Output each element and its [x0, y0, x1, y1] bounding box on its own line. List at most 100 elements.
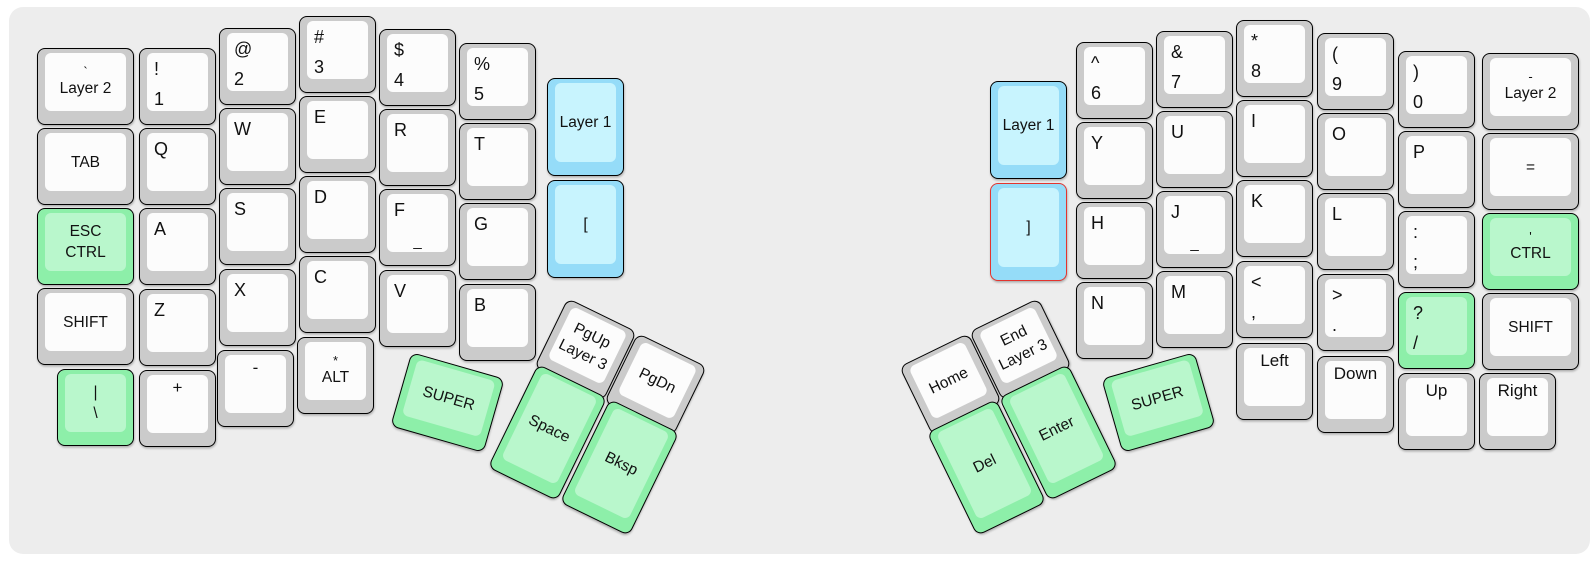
- key-labels: S: [227, 193, 288, 251]
- key-z[interactable]: Z: [139, 289, 216, 366]
- key-labels: &7: [1164, 36, 1225, 94]
- key-labels: W: [227, 113, 288, 171]
- key-down-arrow[interactable]: Down: [1317, 356, 1394, 433]
- key-face: [467, 48, 528, 106]
- key-v[interactable]: V: [379, 270, 456, 347]
- key-6[interactable]: ^6: [1076, 42, 1153, 119]
- key-g[interactable]: G: [459, 203, 536, 280]
- key-t[interactable]: T: [459, 123, 536, 200]
- key-x[interactable]: X: [219, 269, 296, 346]
- key-labels: R: [387, 114, 448, 172]
- key-right-bracket[interactable]: ]: [990, 183, 1067, 281]
- key-label-line: 6: [1091, 83, 1102, 103]
- key-star-alt[interactable]: *ALT: [297, 337, 374, 414]
- key-label-line: ]: [1026, 219, 1031, 236]
- key-8[interactable]: *8: [1236, 20, 1313, 97]
- key-m[interactable]: M: [1156, 271, 1233, 348]
- key-y[interactable]: Y: [1076, 122, 1153, 199]
- key-comma[interactable]: <,: [1236, 261, 1313, 338]
- key-a[interactable]: A: [139, 208, 216, 285]
- key-face: [1325, 198, 1386, 256]
- key-labels: B: [467, 289, 528, 347]
- key-labels: <,: [1244, 266, 1305, 324]
- key-right-arrow[interactable]: Right: [1479, 373, 1556, 450]
- key-label-line: Down: [1333, 364, 1378, 383]
- key-4[interactable]: $4: [379, 29, 456, 106]
- key-face: [1490, 218, 1571, 276]
- key-equals[interactable]: =: [1482, 133, 1579, 210]
- key-h[interactable]: H: [1076, 202, 1153, 279]
- key-1[interactable]: !1: [139, 48, 216, 125]
- key-0[interactable]: )0: [1398, 51, 1475, 128]
- key-n[interactable]: N: [1076, 282, 1153, 359]
- key-labels: D: [307, 181, 368, 239]
- key-label-line: %: [474, 54, 491, 74]
- key-label-line: E: [314, 107, 327, 127]
- key-p[interactable]: P: [1398, 131, 1475, 208]
- key-labels: `Layer 2: [45, 53, 126, 111]
- key-face: [1084, 47, 1145, 105]
- key-labels: X: [227, 274, 288, 332]
- key-label-line: CTRL: [65, 244, 106, 261]
- key-colon-semicolon[interactable]: :;: [1398, 211, 1475, 288]
- key-plus[interactable]: +: [139, 370, 216, 447]
- key-minus-layer2[interactable]: -Layer 2: [1482, 53, 1579, 130]
- key-w[interactable]: W: [219, 108, 296, 185]
- key-layer1-left[interactable]: Layer 1: [547, 78, 624, 176]
- key-face: [1084, 287, 1145, 345]
- key-quote-ctrl[interactable]: 'CTRL: [1482, 213, 1579, 290]
- key-i[interactable]: I: [1236, 100, 1313, 177]
- key-b[interactable]: B: [459, 284, 536, 361]
- key-face: [1164, 196, 1225, 254]
- key-shift-right[interactable]: SHIFT: [1482, 293, 1579, 370]
- key-q[interactable]: Q: [139, 128, 216, 205]
- key-7[interactable]: &7: [1156, 31, 1233, 108]
- key-face: [555, 185, 616, 264]
- key-j[interactable]: J_: [1156, 191, 1233, 268]
- key-labels: +: [147, 375, 208, 433]
- key-o[interactable]: O: [1317, 113, 1394, 190]
- key-pipe-backslash[interactable]: |\: [57, 369, 134, 446]
- key-d[interactable]: D: [299, 176, 376, 253]
- key-u[interactable]: U: [1156, 111, 1233, 188]
- key-labels: [: [555, 185, 616, 264]
- key-labels: U: [1164, 116, 1225, 174]
- key-labels: %5: [467, 48, 528, 106]
- key-s[interactable]: S: [219, 188, 296, 265]
- key-label-line: TAB: [71, 153, 100, 171]
- key-shift-left[interactable]: SHIFT: [37, 288, 134, 365]
- key-3[interactable]: #3: [299, 16, 376, 93]
- key-label-line: :: [1413, 222, 1419, 242]
- key-grave-layer2[interactable]: `Layer 2: [37, 48, 134, 125]
- key-e[interactable]: E: [299, 96, 376, 173]
- key-minus-left[interactable]: -: [217, 350, 294, 427]
- key-label-line: Enter: [1036, 412, 1077, 445]
- key-layer1-right[interactable]: Layer 1: [990, 81, 1067, 179]
- key-face: [1164, 116, 1225, 174]
- key-face: [1084, 207, 1145, 265]
- key-up-arrow[interactable]: Up: [1398, 373, 1475, 450]
- key-period[interactable]: >.: [1317, 274, 1394, 351]
- key-tab[interactable]: TAB: [37, 128, 134, 205]
- key-labels: ]: [998, 188, 1059, 267]
- key-left-arrow[interactable]: Left: [1236, 343, 1313, 420]
- key-5[interactable]: %5: [459, 43, 536, 120]
- key-label-line: W: [234, 119, 251, 139]
- key-question-slash[interactable]: ?/: [1398, 292, 1475, 369]
- key-2[interactable]: @2: [219, 28, 296, 105]
- key-9[interactable]: (9: [1317, 33, 1394, 110]
- key-left-bracket[interactable]: [: [547, 180, 624, 278]
- key-face: [1406, 216, 1467, 274]
- key-l[interactable]: L: [1317, 193, 1394, 270]
- key-labels: H: [1084, 207, 1145, 265]
- key-r[interactable]: R: [379, 109, 456, 186]
- key-k[interactable]: K: [1236, 180, 1313, 257]
- key-f[interactable]: F_: [379, 189, 456, 266]
- key-labels: SHIFT: [45, 293, 126, 351]
- key-label-line: >: [1332, 285, 1343, 305]
- key-labels: 'CTRL: [1490, 218, 1571, 276]
- key-face: [305, 342, 366, 400]
- key-labels: !1: [147, 53, 208, 111]
- key-c[interactable]: C: [299, 256, 376, 333]
